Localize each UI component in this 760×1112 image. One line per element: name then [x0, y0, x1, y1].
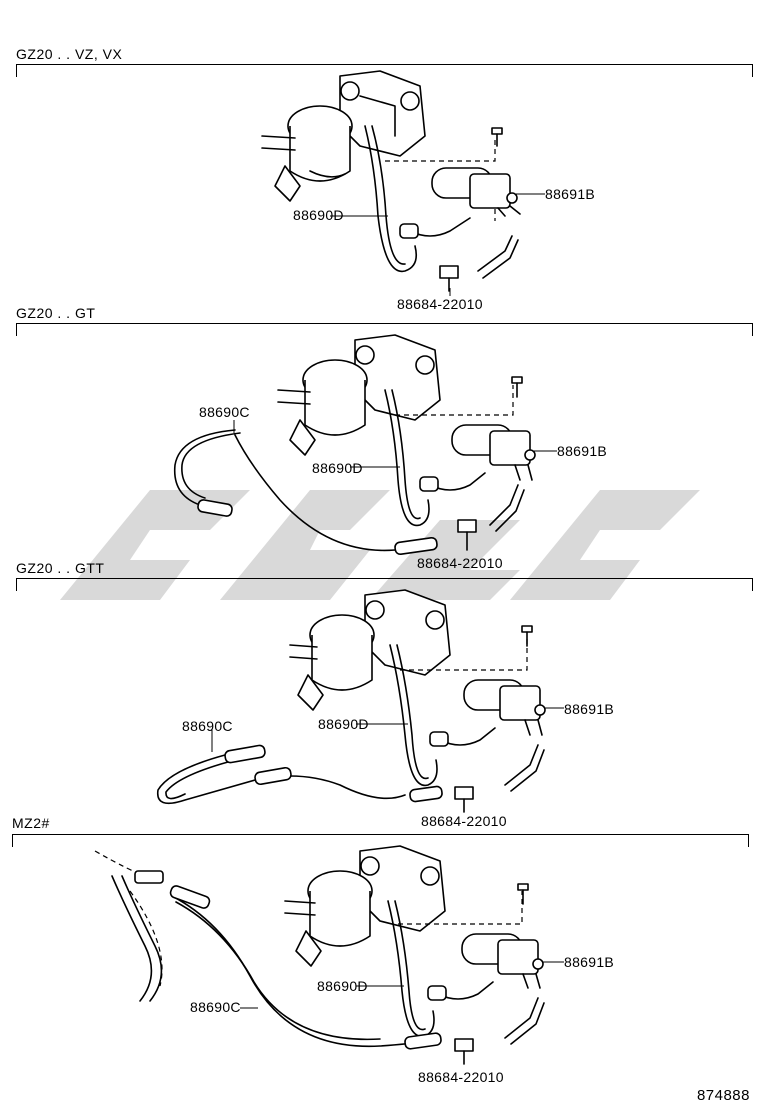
section-divider — [16, 323, 753, 336]
outer-hose — [111, 875, 163, 1002]
part-label-valve: 88691B — [564, 701, 615, 717]
air-valve — [284, 870, 373, 967]
connector — [457, 519, 477, 551]
short-hose — [504, 744, 545, 792]
part-label-connector: 88684-22010 — [421, 813, 507, 829]
part-label-connector: 88684-22010 — [397, 296, 483, 312]
part-label-valve: 88691B — [564, 954, 615, 970]
air-valve — [277, 359, 368, 456]
hose-c — [171, 895, 426, 1048]
vsv-valve — [431, 167, 521, 217]
part-label-hose-c: 88690C — [182, 718, 233, 734]
vsv-valve — [451, 424, 536, 481]
part-label-valve: 88691B — [545, 186, 596, 202]
section-label: GZ20 . . GT — [16, 305, 96, 321]
part-label-hose-d: 88690D — [317, 978, 368, 994]
air-valve — [261, 105, 353, 202]
section-label: GZ20 . . VZ, VX — [16, 46, 123, 62]
bolt-icon — [517, 883, 529, 905]
bolt-icon — [491, 127, 503, 147]
part-label-hose-c: 88690C — [190, 999, 241, 1015]
section-label: GZ20 . . GTT — [16, 560, 105, 576]
assembly-diagram-gt — [0, 325, 760, 570]
short-hose — [489, 484, 525, 532]
section-divider — [12, 834, 749, 847]
hose-d — [387, 900, 435, 1038]
part-label-hose-c: 88690C — [199, 404, 250, 420]
vsv-valve — [461, 933, 544, 989]
assembly-diagram-gtt — [0, 580, 760, 825]
part-label-valve: 88691B — [557, 443, 608, 459]
part-label-connector: 88684-22010 — [418, 1069, 504, 1085]
hose-c — [173, 429, 396, 552]
connector — [454, 1038, 474, 1065]
short-hose — [477, 235, 519, 279]
throttle-body — [364, 589, 451, 676]
connector — [454, 786, 474, 813]
vsv-valve — [463, 679, 546, 736]
assembly-diagram-vz-vx — [0, 66, 760, 316]
part-label-hose-d: 88690D — [318, 716, 369, 732]
figure-code: 874888 — [696, 1087, 750, 1104]
section-divider — [16, 64, 753, 77]
part-label-connector: 88684-22010 — [417, 555, 503, 571]
throttle-body — [339, 70, 426, 157]
assembly-diagram-mz2 — [0, 836, 760, 1076]
hose-d — [384, 389, 430, 527]
section-label: MZ2# — [12, 815, 50, 831]
part-label-hose-d: 88690D — [293, 207, 344, 223]
wire — [409, 217, 471, 237]
air-valve — [289, 614, 375, 711]
section-divider — [16, 578, 753, 591]
part-label-hose-d: 88690D — [312, 460, 363, 476]
bolt-icon — [521, 625, 533, 647]
throttle-body — [359, 845, 446, 932]
short-hose — [504, 997, 545, 1045]
hose-d — [364, 125, 418, 273]
throttle-body — [354, 334, 441, 421]
hose-d — [389, 644, 438, 787]
connector — [439, 265, 459, 292]
bolt-icon — [511, 376, 523, 398]
